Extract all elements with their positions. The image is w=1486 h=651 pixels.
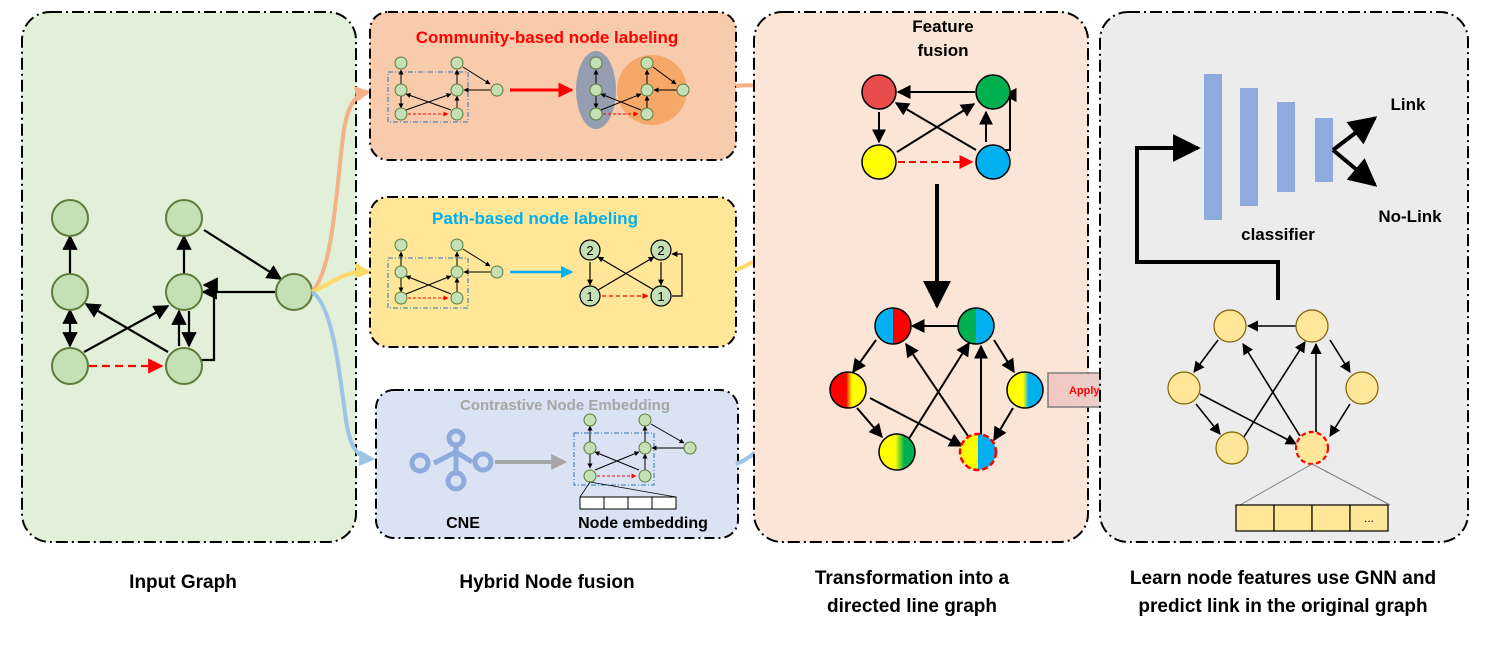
path-title: Path-based node labeling <box>432 209 638 228</box>
feature-vector <box>1235 504 1389 532</box>
input-node <box>165 273 203 311</box>
mini-graph <box>387 238 504 309</box>
captions: Input Graph Hybrid Node fusion Transform… <box>129 568 1436 617</box>
cne-panel: Contrastive Node Embedding <box>375 389 739 539</box>
fusion-node <box>975 144 1011 180</box>
path-node <box>579 239 601 261</box>
fusion-title: fusion <box>918 41 969 60</box>
gnn-graph: ... <box>1167 309 1391 532</box>
embedding-vector <box>579 496 677 510</box>
cne-title: Contrastive Node Embedding <box>460 397 670 414</box>
path-node <box>650 285 672 307</box>
fusion-node <box>861 74 897 110</box>
nolink-label: No-Link <box>1378 207 1442 226</box>
fusion-node <box>975 74 1011 110</box>
classifier-label: classifier <box>1241 225 1315 244</box>
input-node <box>51 347 89 385</box>
learn-caption: predict link in the original graph <box>1138 596 1427 617</box>
cne-label: CNE <box>446 515 480 532</box>
path-labeling-panel: Path-based node labeling <box>369 196 737 348</box>
node-embedding-label: Node embedding <box>578 515 708 532</box>
path-node <box>579 285 601 307</box>
line-graph-panel: Feature fusion <box>753 11 1089 543</box>
link-label: Link <box>1391 95 1426 114</box>
input-graph-caption: Input Graph <box>129 572 237 593</box>
input-node <box>51 273 89 311</box>
transform-caption: directed line graph <box>827 596 997 617</box>
input-node <box>275 273 313 311</box>
path-node-label: 1 <box>657 289 664 304</box>
classifier-network <box>1204 74 1333 220</box>
transform-caption: Transformation into a <box>815 568 1010 589</box>
path-node-label: 1 <box>586 289 593 304</box>
path-node-label: 2 <box>586 243 593 258</box>
fusion-title: Feature <box>912 17 973 36</box>
community-labeling-panel: Community-based node labeling <box>369 11 737 161</box>
cne-icon <box>409 428 494 492</box>
gnn-panel: Link No-Link classifier <box>1099 11 1469 543</box>
learn-caption: Learn node features use GNN and <box>1130 568 1436 589</box>
input-node <box>51 199 89 237</box>
input-graph-panel <box>21 11 357 543</box>
community-title: Community-based node labeling <box>416 28 679 47</box>
hybrid-caption: Hybrid Node fusion <box>459 572 634 593</box>
mini-graph <box>573 413 697 510</box>
fusion-node <box>861 144 897 180</box>
line-graph <box>829 307 1044 472</box>
vector-ellipsis: ... <box>1364 511 1374 525</box>
mini-graph <box>387 56 504 123</box>
path-node-label: 2 <box>657 243 664 258</box>
input-to-hybrid-arrows <box>310 86 376 467</box>
path-node <box>650 239 672 261</box>
input-node <box>165 199 203 237</box>
input-node <box>165 347 203 385</box>
